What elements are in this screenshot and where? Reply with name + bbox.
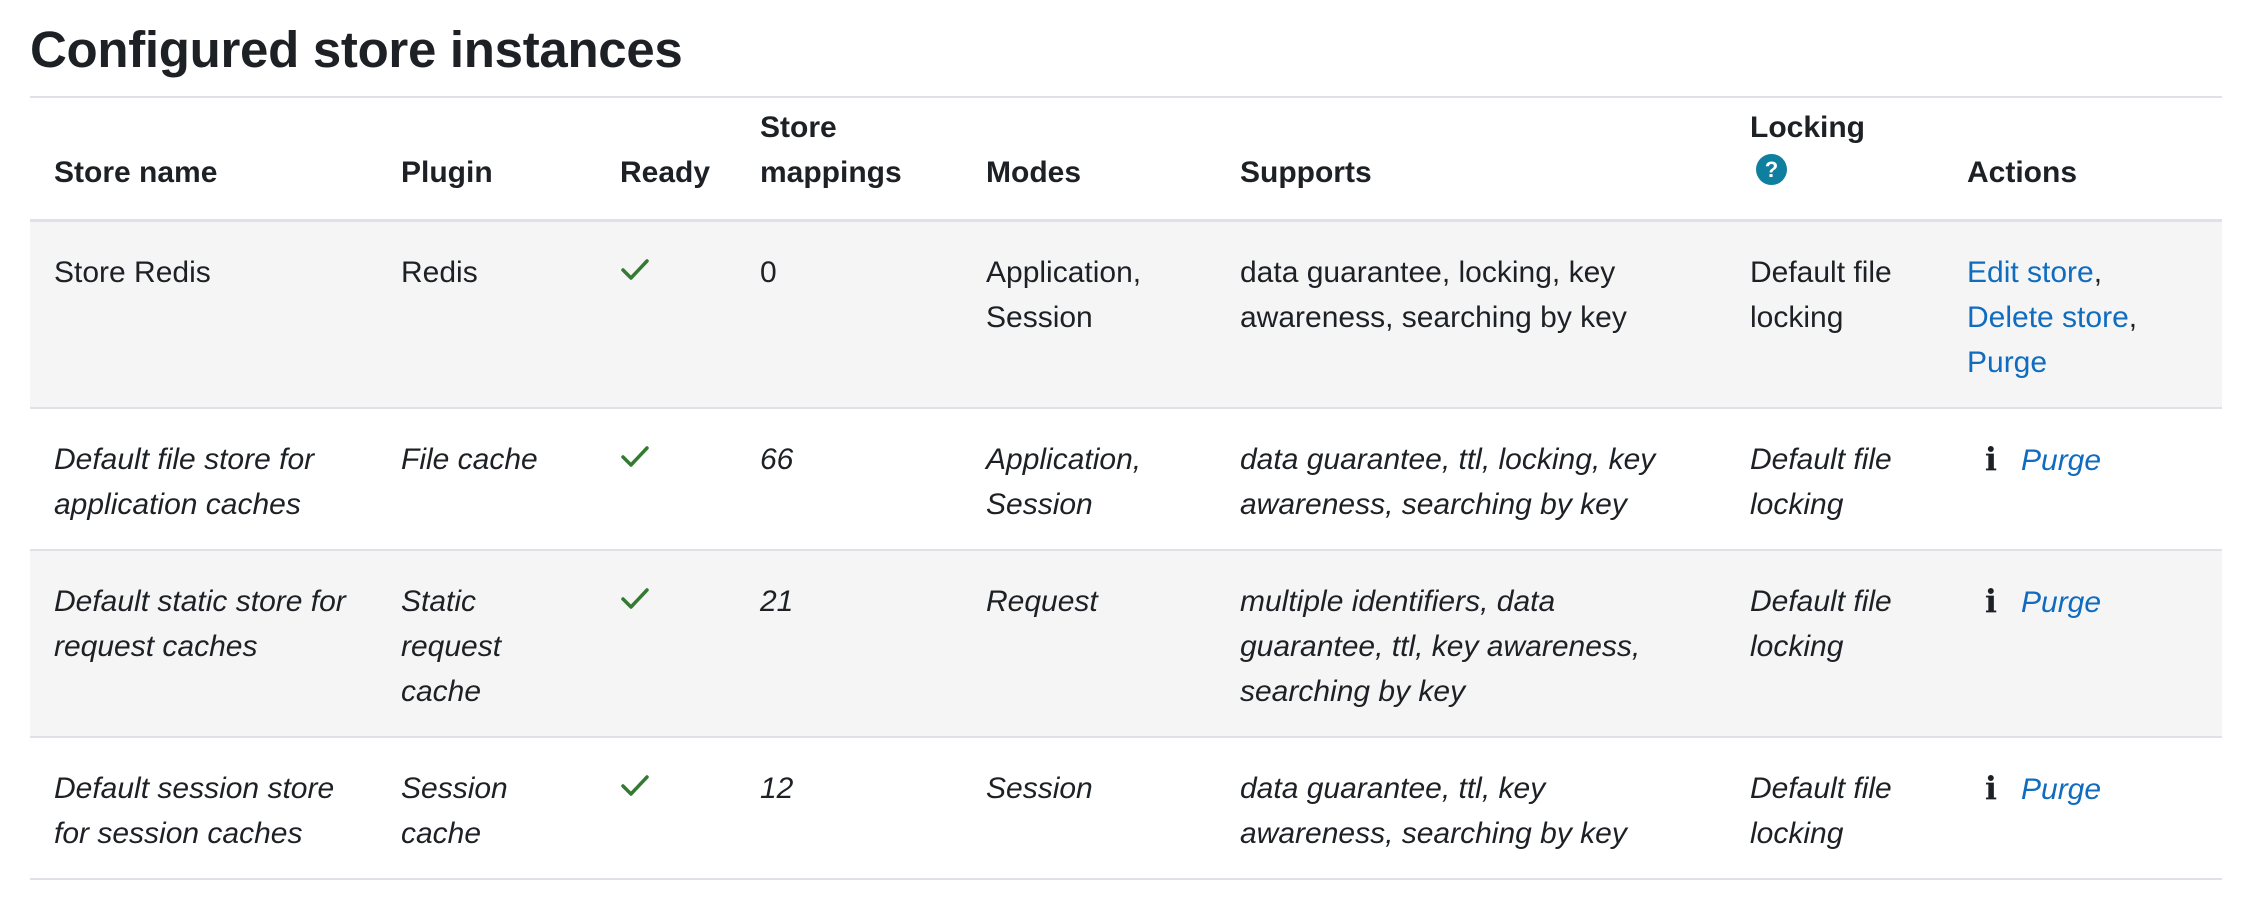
- header-supports: Supports: [1216, 98, 1726, 222]
- cell-store-mappings: 0: [736, 220, 962, 409]
- cell-plugin: Redis: [377, 220, 596, 409]
- cell-modes: Request: [962, 549, 1216, 738]
- cell-store-name: Store Redis: [30, 220, 377, 409]
- separator: ,: [2093, 255, 2103, 289]
- purge-link[interactable]: Purge: [2021, 443, 2102, 477]
- header-plugin: Plugin: [377, 98, 596, 222]
- cell-ready: [596, 220, 736, 409]
- cell-locking: Default file locking: [1726, 549, 1943, 738]
- edit-store-link[interactable]: Edit store: [1967, 255, 2094, 289]
- page-title: Configured store instances: [30, 0, 2222, 98]
- checkmark-icon: [620, 579, 650, 624]
- cell-store-name: Default file store for application cache…: [30, 407, 377, 551]
- header-modes: Modes: [962, 98, 1216, 222]
- table-row: Store Redis Redis 0 Application, Session…: [30, 220, 2222, 409]
- cell-locking: Default file locking: [1726, 736, 1943, 880]
- cell-ready: [596, 549, 736, 738]
- store-instances-table: Store name Plugin Ready Store mappings M…: [30, 98, 2222, 880]
- cell-modes: Session: [962, 736, 1216, 880]
- cell-actions: i Purge: [1943, 407, 2222, 551]
- cell-locking: Default file locking: [1726, 407, 1943, 551]
- page: Configured store instances Store name Pl…: [30, 0, 2222, 880]
- checkmark-icon: [620, 250, 650, 295]
- info-icon[interactable]: i: [1984, 581, 1998, 620]
- header-ready: Ready: [596, 98, 736, 222]
- header-store-mappings: Store mappings: [736, 98, 962, 222]
- cell-modes: Application, Session: [962, 407, 1216, 551]
- cell-actions: i Purge: [1943, 549, 2222, 738]
- table-row: Default file store for application cache…: [30, 407, 2222, 551]
- cell-supports: data guarantee, locking, key awareness, …: [1216, 220, 1726, 409]
- cell-plugin: File cache: [377, 407, 596, 551]
- checkmark-icon: [620, 766, 650, 811]
- cell-store-name: Default session store for session caches: [30, 736, 377, 880]
- purge-link[interactable]: Purge: [1967, 345, 2048, 379]
- cell-plugin: Static request cache: [377, 549, 596, 738]
- cell-plugin: Session cache: [377, 736, 596, 880]
- header-actions: Actions: [1943, 98, 2222, 222]
- header-locking-label: Locking: [1750, 110, 1866, 144]
- separator: ,: [2128, 300, 2138, 334]
- table-header-row: Store name Plugin Ready Store mappings M…: [30, 98, 2222, 222]
- cell-store-mappings: 66: [736, 407, 962, 551]
- cell-store-name: Default static store for request caches: [30, 549, 377, 738]
- header-store-name: Store name: [30, 98, 377, 222]
- info-icon[interactable]: i: [1984, 439, 1998, 478]
- cell-store-mappings: 12: [736, 736, 962, 880]
- cell-store-mappings: 21: [736, 549, 962, 738]
- purge-link[interactable]: Purge: [2021, 585, 2102, 619]
- cell-actions: i Purge: [1943, 736, 2222, 880]
- cell-ready: [596, 407, 736, 551]
- purge-link[interactable]: Purge: [2021, 772, 2102, 806]
- cell-modes: Application, Session: [962, 220, 1216, 409]
- cell-ready: [596, 736, 736, 880]
- cell-actions: Edit store, Delete store, Purge: [1943, 220, 2222, 409]
- checkmark-icon: [620, 437, 650, 482]
- table-row: Default static store for request caches …: [30, 549, 2222, 738]
- delete-store-link[interactable]: Delete store: [1967, 300, 2129, 334]
- header-locking: Locking ?: [1726, 98, 1943, 222]
- cell-locking: Default file locking: [1726, 220, 1943, 409]
- cell-supports: multiple identifiers, data guarantee, tt…: [1216, 549, 1726, 738]
- info-icon[interactable]: i: [1984, 768, 1998, 807]
- question-icon[interactable]: ?: [1756, 153, 1787, 185]
- cell-supports: data guarantee, ttl, locking, key awaren…: [1216, 407, 1726, 551]
- cell-supports: data guarantee, ttl, key awareness, sear…: [1216, 736, 1726, 880]
- table-row: Default session store for session caches…: [30, 736, 2222, 880]
